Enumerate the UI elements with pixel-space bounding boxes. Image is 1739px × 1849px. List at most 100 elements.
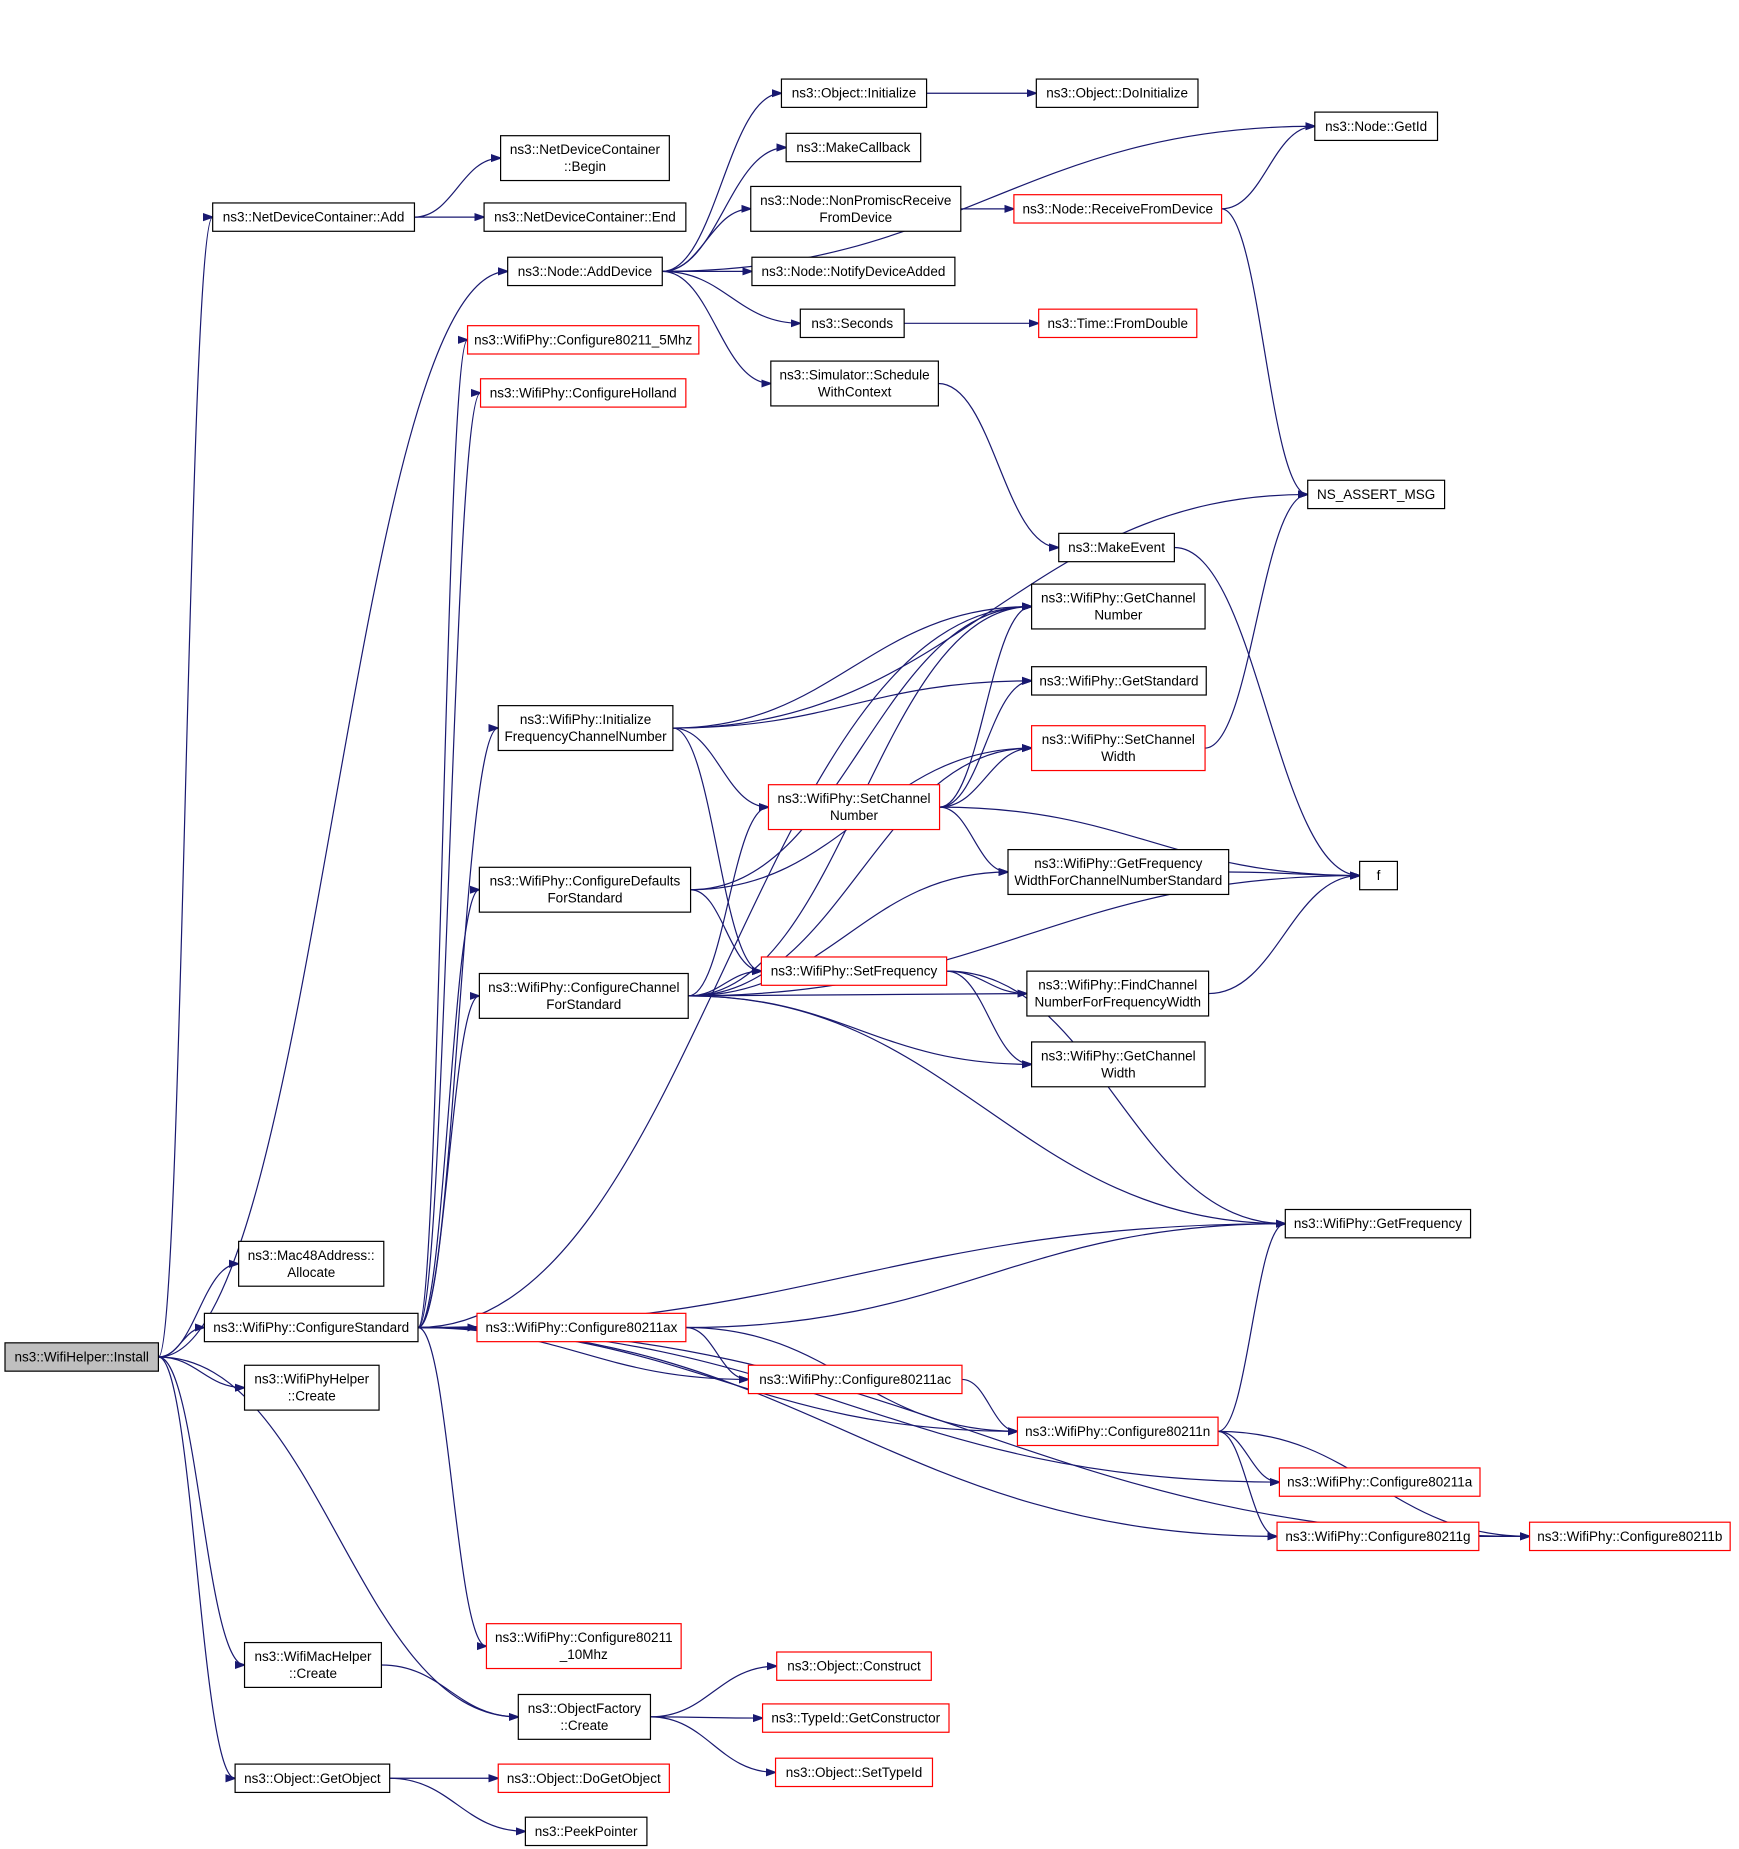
node-label: Number [830, 808, 879, 823]
node-label: ns3::WifiPhy::GetFrequency [1294, 1216, 1462, 1231]
node-cfg-ax[interactable]: ns3::WifiPhy::Configure80211ax [476, 1312, 687, 1343]
node-get-standard[interactable]: ns3::WifiPhy::GetStandard [1030, 666, 1207, 696]
edge-cfg-standard-to-init-freq [417, 728, 498, 1329]
node-label: ns3::MakeCallback [796, 140, 910, 155]
node-label: ::Create [288, 1389, 336, 1404]
node-node-adddevice[interactable]: ns3::Node::AddDevice [507, 256, 663, 287]
node-install[interactable]: ns3::WifiHelper::Install [4, 1342, 159, 1372]
node-obj-dogetobject[interactable]: ns3::Object::DoGetObject [497, 1763, 670, 1794]
node-set-frequency[interactable]: ns3::WifiPhy::SetFrequency [760, 956, 948, 986]
node-cfg-n[interactable]: ns3::WifiPhy::Configure80211n [1016, 1416, 1219, 1447]
node-cfg-defaults[interactable]: ns3::WifiPhy::ConfigureDefaultsForStanda… [478, 866, 692, 913]
node-find-channel[interactable]: ns3::WifiPhy::FindChannelNumberForFreque… [1026, 970, 1210, 1017]
node-ndc-begin[interactable]: ns3::NetDeviceContainer::Begin [500, 135, 670, 182]
node-label: ns3::NetDeviceContainer::Add [223, 210, 405, 225]
edge-set-frequency-to-get-channel-width [946, 970, 1032, 1064]
edge-cfg-channel-to-find-channel [688, 994, 1027, 996]
node-label: ns3::Node::AddDevice [518, 264, 652, 279]
node-time-fromdouble[interactable]: ns3::Time::FromDouble [1038, 308, 1198, 339]
node-ndc-add[interactable]: ns3::NetDeviceContainer::Add [212, 202, 416, 232]
node-box [524, 1816, 648, 1847]
node-box [478, 866, 692, 913]
node-box [476, 1312, 687, 1343]
edge-cfg-ax-to-cfg-ac [685, 1326, 749, 1380]
node-box [1016, 1416, 1219, 1447]
node-box [238, 1240, 385, 1287]
node-label: ns3::WifiPhy::SetFrequency [771, 964, 938, 979]
node-obj-initialize[interactable]: ns3::Object::Initialize [780, 78, 928, 108]
node-label: WithContext [818, 385, 892, 400]
node-phyhelper-create[interactable]: ns3::WifiPhyHelper::Create [243, 1364, 380, 1411]
node-label: FromDevice [819, 210, 892, 225]
node-obj-getobject[interactable]: ns3::Object::GetObject [234, 1763, 391, 1794]
edge-node-adddevice-to-seconds [662, 270, 800, 323]
edge-install-to-objfactory-create [158, 1356, 518, 1717]
node-cfg-5mhz[interactable]: ns3::WifiPhy::Configure80211_5Mhz [466, 325, 700, 355]
node-cfg-standard[interactable]: ns3::WifiPhy::ConfigureStandard [203, 1312, 419, 1343]
node-node-notifydevice[interactable]: ns3::Node::NotifyDeviceAdded [751, 256, 956, 287]
edge-set-channel-width-to-ns-assert [1205, 494, 1308, 749]
node-label: ns3::PeekPointer [535, 1824, 638, 1839]
edge-cfg-n-to-cfg-g [1217, 1430, 1277, 1536]
edge-cfg-defaults-to-set-frequency [690, 889, 762, 971]
node-peekpointer[interactable]: ns3::PeekPointer [524, 1816, 648, 1847]
node-cfg-ac[interactable]: ns3::WifiPhy::Configure80211ac [747, 1364, 963, 1395]
node-box [1035, 78, 1199, 108]
edge-cfg-standard-to-get-channel-number [417, 607, 1032, 1329]
node-obj-settypeid[interactable]: ns3::Object::SetTypeId [774, 1757, 934, 1788]
node-box [780, 78, 928, 108]
node-get-freq-width[interactable]: ns3::WifiPhy::GetFrequencyWidthForChanne… [1007, 848, 1230, 896]
node-label: ns3::Simulator::Schedule [780, 368, 930, 383]
node-get-frequency[interactable]: ns3::WifiPhy::GetFrequency [1284, 1208, 1472, 1239]
node-obj-doinitialize[interactable]: ns3::Object::DoInitialize [1035, 78, 1199, 108]
edge-cfg-channel-to-set-channel-number [688, 807, 768, 997]
edge-init-freq-to-get-channel-number [672, 607, 1032, 729]
node-cfg-b[interactable]: ns3::WifiPhy::Configure80211b [1528, 1521, 1731, 1552]
node-init-freq[interactable]: ns3::WifiPhy::InitializeFrequencyChannel… [497, 705, 674, 752]
node-box [507, 256, 663, 287]
node-f[interactable]: f [1359, 860, 1399, 891]
node-makecallback[interactable]: ns3::MakeCallback [785, 132, 922, 163]
node-label: _10Mhz [559, 1647, 608, 1662]
node-ndc-end[interactable]: ns3::NetDeviceContainer::End [483, 202, 687, 232]
node-cfg-a[interactable]: ns3::WifiPhy::Configure80211a [1278, 1467, 1481, 1497]
node-cfg-channel[interactable]: ns3::WifiPhy::ConfigureChannelForStandar… [478, 972, 689, 1019]
edge-set-channel-number-to-get-standard [939, 681, 1032, 808]
node-seconds[interactable]: ns3::Seconds [799, 308, 905, 339]
edge-cfg-channel-to-get-frequency [688, 995, 1285, 1224]
node-box [497, 705, 674, 752]
node-label: ns3::Time::FromDouble [1047, 316, 1188, 331]
node-makeevent[interactable]: ns3::MakeEvent [1058, 532, 1175, 563]
node-box [478, 972, 689, 1019]
node-box [1528, 1521, 1731, 1552]
node-box [485, 1623, 682, 1670]
node-ns-assert[interactable]: NS_ASSERT_MSG [1307, 479, 1446, 510]
node-label: ns3::Seconds [811, 316, 893, 331]
node-box [243, 1641, 383, 1689]
node-box [1038, 308, 1198, 339]
node-label: ns3::WifiPhy::Configure80211g [1285, 1529, 1470, 1544]
node-label: ns3::WifiPhy::ConfigureHolland [490, 385, 677, 400]
node-node-receivefrom[interactable]: ns3::Node::ReceiveFromDevice [1013, 194, 1223, 224]
node-machelper-create[interactable]: ns3::WifiMacHelper::Create [243, 1641, 383, 1689]
node-label: ns3::WifiPhy::Configure80211ax [486, 1320, 678, 1335]
node-label: ns3::Node::NotifyDeviceAdded [761, 264, 945, 279]
node-node-getid[interactable]: ns3::Node::GetId [1314, 111, 1439, 142]
node-cfg-g[interactable]: ns3::WifiPhy::Configure80211g [1276, 1521, 1480, 1552]
node-label: ns3::WifiPhy::Configure80211b [1537, 1529, 1722, 1544]
node-mac48-allocate[interactable]: ns3::Mac48Address::Allocate [238, 1240, 385, 1287]
edge-node-adddevice-to-node-nonpromisc [662, 209, 751, 272]
node-cfg-10mhz[interactable]: ns3::WifiPhy::Configure80211_10Mhz [485, 1623, 682, 1670]
node-label: ns3::Node::GetId [1325, 119, 1427, 134]
node-objfactory-create[interactable]: ns3::ObjectFactory::Create [517, 1693, 652, 1740]
node-label: ns3::NetDeviceContainer [510, 142, 661, 157]
node-cfg-holland[interactable]: ns3::WifiPhy::ConfigureHolland [479, 378, 687, 408]
node-obj-construct[interactable]: ns3::Object::Construct [776, 1651, 932, 1681]
node-typeid-getconstructor[interactable]: ns3::TypeId::GetConstructor [761, 1703, 950, 1733]
